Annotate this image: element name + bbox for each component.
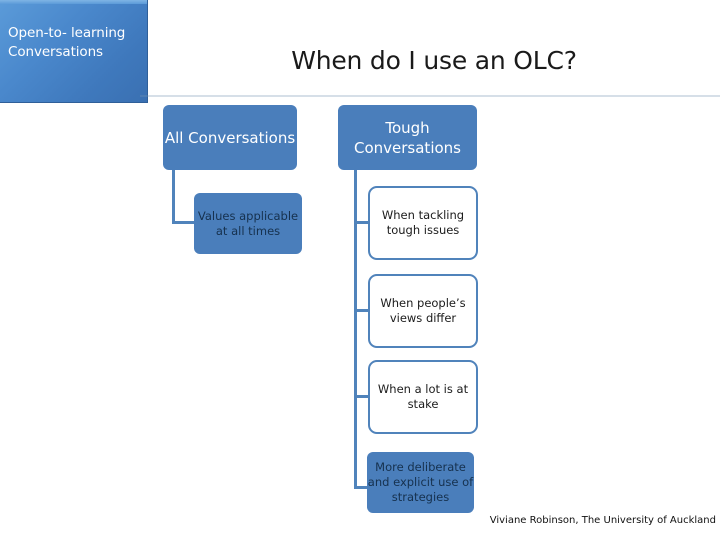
corner-title-label: Open-to- learning Conversations — [8, 25, 126, 60]
node-when-tackling-tough-issues-label: When tackling tough issues — [381, 208, 465, 237]
connector-trunk-all-conversations — [172, 170, 175, 223]
node-tough-conversations[interactable]: Tough Conversations — [338, 105, 477, 170]
corner-block-highlight — [0, 0, 147, 4]
connector-stub-views-differ — [354, 309, 371, 312]
node-when-tackling-tough-issues[interactable]: When tackling tough issues — [368, 186, 478, 260]
node-tough-conversations-label: Tough Conversations — [354, 118, 461, 157]
connector-stub-more-deliberate — [354, 486, 371, 489]
connector-trunk-tough-conversations — [354, 170, 357, 489]
connector-stub-values — [172, 221, 196, 224]
node-when-a-lot-is-at-stake[interactable]: When a lot is at stake — [368, 360, 478, 434]
title-divider-shadow — [140, 95, 720, 97]
connector-stub-lot-at-stake — [354, 395, 371, 398]
node-more-deliberate-strategies-label: More deliberate and explicit use of stra… — [367, 460, 474, 504]
node-when-peoples-views-differ[interactable]: When people’s views differ — [368, 274, 478, 348]
node-when-a-lot-is-at-stake-label: When a lot is at stake — [377, 382, 469, 411]
node-values-applicable-label: Values applicable at all times — [197, 208, 299, 238]
footer-attribution: Viviane Robinson, The University of Auck… — [489, 515, 716, 526]
title-divider-bar — [140, 84, 720, 95]
node-values-applicable[interactable]: Values applicable at all times — [194, 193, 302, 254]
node-all-conversations[interactable]: All Conversations — [163, 105, 297, 170]
corner-title-block — [0, 0, 148, 103]
connector-stub-tough-issues — [354, 221, 371, 224]
node-when-peoples-views-differ-label: When people’s views differ — [380, 296, 466, 325]
slide-title: When do I use an OLC? — [291, 46, 577, 75]
node-all-conversations-label: All Conversations — [164, 128, 296, 147]
node-more-deliberate-strategies[interactable]: More deliberate and explicit use of stra… — [367, 452, 474, 513]
